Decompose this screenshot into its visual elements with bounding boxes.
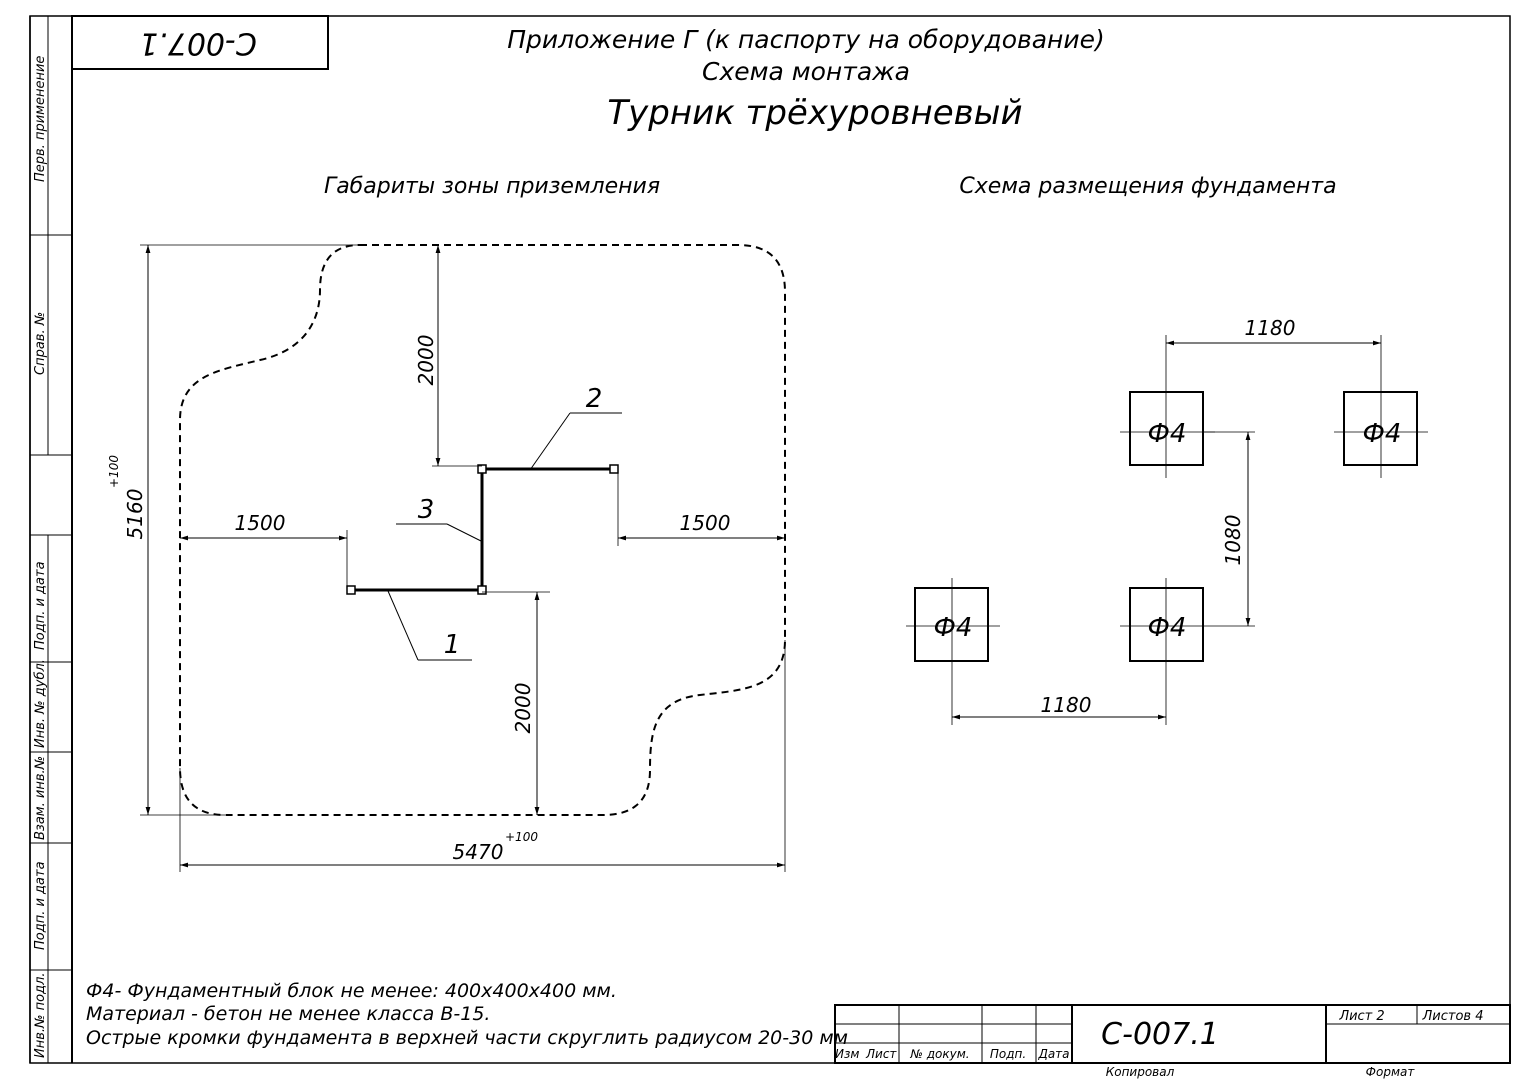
- dim-right-gap: 1500: [617, 469, 785, 546]
- dim-foundation-vertical: 1080: [1203, 431, 1255, 626]
- tb-sheets: Листов 4: [1422, 1009, 1484, 1024]
- svg-text:1080: 1080: [1221, 515, 1245, 566]
- margin-label-first-use: Перв. применение: [33, 56, 48, 182]
- tb-sheet: Лист 2: [1338, 1009, 1384, 1024]
- tb-col-date: Дата: [1037, 1047, 1069, 1061]
- tb-code: С-007.1: [1101, 1017, 1219, 1052]
- tb-col-list: Лист: [865, 1047, 897, 1061]
- callout-2: 2: [529, 384, 622, 471]
- callout-1: 1: [387, 590, 472, 661]
- svg-text:1180: 1180: [1041, 693, 1092, 717]
- mirrored-stamp-box: С-007.1: [71, 15, 329, 70]
- foundation-block-top-right: Ф4: [1334, 335, 1428, 478]
- dim-width-tol: +100: [505, 830, 538, 844]
- callout-3: 3: [396, 495, 482, 542]
- dim-height-tol: +100: [107, 455, 121, 488]
- post-marker: [346, 585, 356, 595]
- svg-text:Ф4: Ф4: [1148, 419, 1187, 449]
- svg-text:1500: 1500: [680, 511, 731, 535]
- foundation-block-top-left: Ф4: [1120, 335, 1215, 478]
- left-margin-table: Перв. применение Справ. № Подп. и дата И…: [29, 16, 72, 1063]
- svg-text:2000: 2000: [511, 683, 535, 734]
- svg-text:1500: 1500: [235, 511, 286, 535]
- dim-foundation-bottom: 1180: [952, 693, 1166, 720]
- svg-text:Ф4: Ф4: [1363, 419, 1402, 449]
- margin-label-orig-inv: Инв.№ подл.: [33, 972, 48, 1058]
- dim-left-gap: 1500: [180, 511, 348, 590]
- appendix-title: Приложение Г (к паспорту на оборудование…: [507, 25, 1105, 54]
- margin-label-replace-inv: Взам. инв.№: [33, 756, 48, 840]
- dim-width: 5470 +100: [179, 640, 786, 872]
- note-edges: Острые кромки фундамента в верхней части…: [86, 1027, 848, 1049]
- dim-top-gap: 2000: [414, 245, 482, 467]
- scheme-subtitle: Схема монтажа: [702, 57, 910, 86]
- post-marker: [477, 585, 487, 595]
- tb-col-doc: № докум.: [909, 1047, 969, 1061]
- svg-text:1180: 1180: [1245, 316, 1296, 340]
- note-block: Ф4- Фундаментный блок не менее: 400х400х…: [86, 980, 617, 1002]
- margin-label-sign-date-2: Подп. и дата: [33, 861, 48, 950]
- svg-text:3: 3: [418, 495, 435, 525]
- foundation-layout-title: Схема размещения фундамента: [959, 174, 1336, 199]
- landing-zone-title: Габариты зоны приземления: [324, 174, 660, 199]
- margin-label-dup-inv: Инв. № дубл.: [33, 659, 48, 748]
- post-marker: [477, 464, 487, 474]
- foundation-block-bottom-right: Ф4: [1120, 578, 1255, 725]
- svg-text:Ф4: Ф4: [1148, 613, 1187, 643]
- tb-col-sign: Подп.: [990, 1047, 1026, 1061]
- product-title: Турник трёхуровневый: [607, 93, 1022, 133]
- svg-text:2000: 2000: [414, 335, 438, 386]
- margin-label-sign-date-1: Подп. и дата: [33, 561, 48, 650]
- dim-width-value: 5470: [453, 840, 504, 864]
- foundation-block-bottom-left: Ф4: [906, 578, 1000, 725]
- tb-format: Формат: [1366, 1065, 1416, 1079]
- margin-label-ref-no: Справ. №: [33, 312, 48, 375]
- dim-height-value: 5160: [123, 489, 147, 540]
- stamp-code-mirrored: С-007.1: [139, 26, 257, 61]
- svg-text:1: 1: [444, 630, 461, 660]
- landing-zone-outline: [179, 244, 786, 816]
- title-block: Изм Лист № докум. Подп. Дата С-007.1 Лис…: [834, 1004, 1511, 1079]
- post-marker: [609, 464, 619, 474]
- bar-frame: [346, 464, 619, 595]
- tb-col-izm: Изм: [835, 1047, 859, 1061]
- tb-copied: Копировал: [1106, 1065, 1175, 1079]
- dim-bottom-gap: 2000: [482, 591, 550, 815]
- dim-height: 5160 +100: [107, 244, 360, 816]
- note-material: Материал - бетон не менее класса В-15.: [86, 1003, 490, 1025]
- svg-text:2: 2: [586, 384, 603, 414]
- dim-foundation-top: 1180: [1166, 316, 1381, 346]
- svg-text:Ф4: Ф4: [934, 613, 973, 643]
